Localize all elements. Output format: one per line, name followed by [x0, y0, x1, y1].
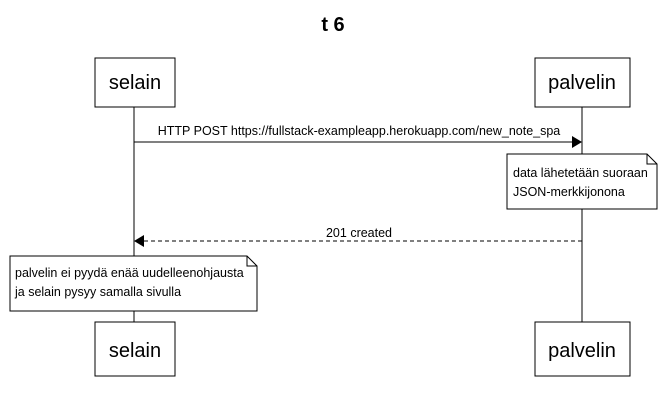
participant-label: selain: [109, 340, 161, 362]
participant-palvelin-top: palvelin: [534, 57, 631, 108]
message-201-created: 201 created: [134, 226, 582, 247]
note-line: JSON-merkkijonona: [513, 185, 625, 199]
message-label: HTTP POST https://fullstack-exampleapp.h…: [158, 124, 561, 138]
arrowhead-icon: [134, 235, 144, 247]
participant-selain-top: selain: [94, 57, 176, 108]
arrowhead-icon: [572, 136, 582, 148]
participant-palvelin-bottom: palvelin: [534, 321, 631, 377]
message-http-post: HTTP POST https://fullstack-exampleapp.h…: [134, 124, 582, 148]
participant-label: selain: [109, 72, 161, 94]
note-line: ja selain pysyy samalla sivulla: [14, 285, 181, 299]
note-palvelin: data lähetetään suoraan JSON-merkkijonon…: [506, 153, 658, 210]
message-label: 201 created: [326, 226, 392, 240]
note-selain: palvelin ei pyydä enää uudelleenohjausta…: [9, 255, 258, 312]
participant-label: palvelin: [548, 340, 616, 362]
diagram-title: t 6: [321, 14, 344, 36]
note-line: palvelin ei pyydä enää uudelleenohjausta: [15, 266, 244, 280]
note-line: data lähetetään suoraan: [513, 166, 648, 180]
participant-label: palvelin: [548, 72, 616, 94]
participant-selain-bottom: selain: [94, 321, 176, 377]
